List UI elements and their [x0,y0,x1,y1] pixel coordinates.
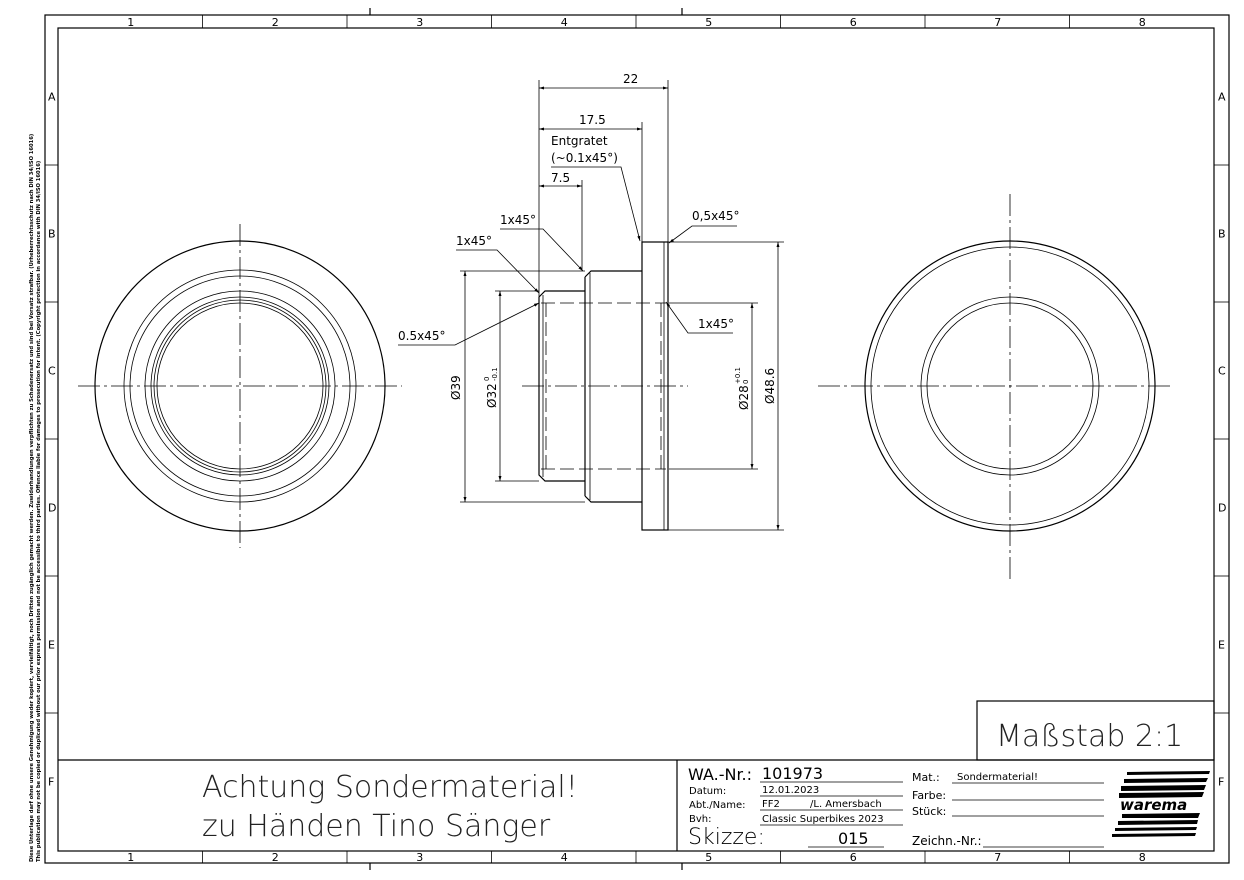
grid-row-label: F [48,776,54,789]
dimensions: 22 17.5 7.5 Entgratet (~0.1x45°) 1x45° 1… [398,72,784,531]
abt-label: Abt./Name: [689,800,746,811]
grid-column-label: 3 [416,16,423,29]
grid-column-label: 8 [1139,851,1146,864]
scale-box: Maßstab 2:1 [976,700,1215,761]
grid-column-label: 6 [850,851,857,864]
chamfer-flange: 0,5x45° [692,209,739,223]
grid-column-label: 5 [705,851,712,864]
dim-dia-39: Ø39 [449,375,463,400]
note-attention-of: zu Händen Tino Sänger [202,809,551,844]
dim-dia-32-tol-upper: 0 [483,377,491,381]
grid-column-label: 3 [416,851,423,864]
grid-column-label: 4 [561,851,568,864]
scale-label: Maßstab 2:1 [996,719,1183,754]
datum-label: Datum: [689,786,726,797]
mat-value: Sondermaterial! [957,772,1038,783]
chamfer-left: 1x45° [456,234,492,248]
dim-dia-28-tol-upper: +0.1 [734,367,742,384]
grid-row-label: E [1218,639,1225,652]
copyright-de: Diese Unterlage darf ohne unsere Genehmi… [29,134,35,862]
grid-row-label: A [1218,91,1226,104]
skizze-value: 015 [838,829,869,848]
dim-dia-32-tol-lower: -0.1 [491,367,499,381]
dim-dia-32: Ø32 [485,383,499,408]
sheet-frame [44,8,1230,870]
farbe-label: Farbe: [912,789,946,802]
chamfer-right-inner: 1x45° [698,317,734,331]
deburr-note-value: (~0.1x45°) [551,151,618,165]
side-view [522,241,688,531]
grid-column-label: 8 [1139,16,1146,29]
front-view-left [78,224,402,548]
bvh-value: Classic Superbikes 2023 [762,814,884,825]
grid-row-label: D [1218,502,1226,515]
grid-row-label: F [1218,776,1224,789]
dim-dia-28: Ø28 [737,385,751,410]
wa-label: WA.-Nr.: [688,765,752,784]
grid-column-label: 2 [272,16,279,29]
skizze-label: Skizze: [688,825,765,850]
grid-column-label: 2 [272,851,279,864]
copyright-en: This publication may not be copied or du… [36,161,42,862]
chamfer-left-inner: 0.5x45° [398,329,445,343]
wa-value: 101973 [762,764,823,783]
zeichn-label: Zeichn.-Nr.: [912,834,982,848]
bvh-label: Bvh: [689,814,712,825]
grid-row-label: C [1218,365,1226,378]
dim-17-5: 17.5 [579,113,606,127]
grid-column-label: 7 [994,851,1001,864]
dim-22: 22 [623,72,638,86]
grid-row-label: A [48,91,56,104]
datum-value: 12.01.2023 [762,785,819,796]
dim-dia-28-tol-lower: 0 [742,380,750,384]
abt-value: FF2 [762,799,780,810]
chamfer-mid: 1x45° [500,213,536,227]
rear-view-right [818,194,1170,580]
dim-7-5: 7.5 [551,171,570,185]
grid-row-label: B [48,228,56,241]
stueck-label: Stück: [912,805,946,818]
deburr-note: Entgratet [551,134,608,148]
grid-column-label: 1 [127,851,134,864]
copyright-notice: Diese Unterlage darf ohne unsere Genehmi… [29,134,42,862]
note-special-material: Achtung Sondermaterial! [202,770,578,805]
warema-logo: warema [1112,771,1210,837]
grid-row-label: B [1218,228,1226,241]
grid-column-label: 1 [127,16,134,29]
title-block: WA.-Nr.: 101973 Datum: 12.01.2023 Abt./N… [688,764,1210,850]
grid-row-label: C [48,365,56,378]
mat-label: Mat.: [912,771,940,784]
grid-column-label: 4 [561,16,568,29]
grid-row-label: E [48,639,55,652]
logo-text: warema [1120,796,1187,814]
dim-dia-48-6: Ø48.6 [763,368,777,404]
grid-row-label: D [48,502,56,515]
grid-column-label: 7 [994,16,1001,29]
name-value: /L. Amersbach [810,799,882,810]
grid-column-label: 6 [850,16,857,29]
grid-column-label: 5 [705,16,712,29]
